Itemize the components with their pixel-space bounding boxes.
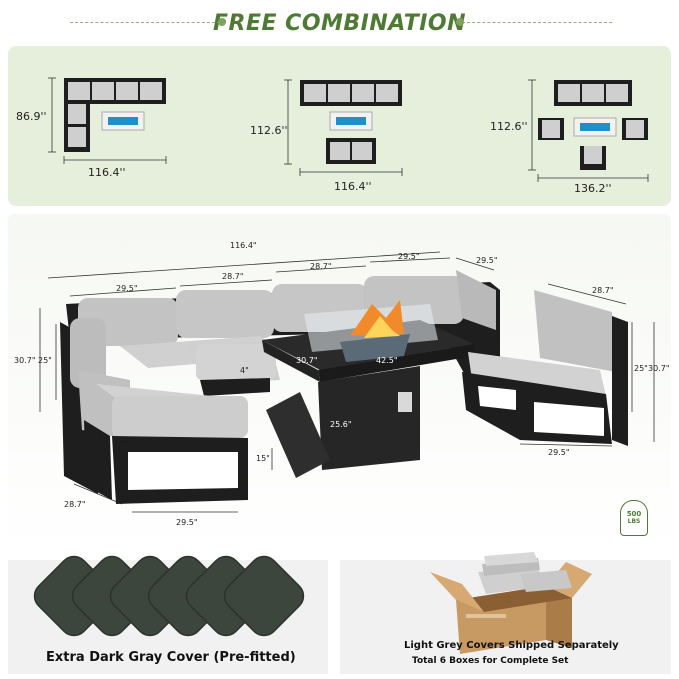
weight-capacity-badge: 500 LBS: [620, 500, 648, 536]
dark-cover: [223, 555, 305, 637]
combo-1-diagram: [48, 77, 167, 164]
combo-3-diagram: [528, 79, 649, 182]
fire-table: [262, 300, 474, 478]
dim-table-depth: 30.7": [296, 356, 318, 365]
dim-table-width: 42.5": [376, 356, 398, 365]
dim-seat-left: 29.5": [116, 284, 138, 293]
dim-chair-depth: 29.5": [548, 448, 570, 457]
title-dot-right: [456, 18, 464, 26]
title-line-left: [70, 22, 220, 23]
header: FREE COMBINATION: [0, 6, 679, 42]
dim-corner-cushion: 4": [120, 444, 129, 453]
combo-2-depth: 112.6'': [250, 124, 288, 137]
dim-total-width: 116.4": [230, 241, 257, 250]
combo-3-depth: 112.6'': [490, 120, 528, 133]
combo-2-width: 116.4'': [334, 180, 372, 193]
badge-unit: LBS: [627, 518, 641, 525]
armless-chair: [462, 290, 628, 446]
badge-number: 500: [626, 510, 642, 518]
combo-2-diagram: [284, 79, 403, 176]
dim-corner-width: 29.5": [176, 518, 198, 527]
sofa-corner: [60, 318, 248, 504]
dim-cushion-thick: 4": [240, 366, 249, 375]
shipping-line-2: Total 6 Boxes for Complete Set: [412, 656, 569, 666]
title-line-right: [462, 22, 612, 23]
shipping-line-1: Light Grey Covers Shipped Separately: [404, 640, 619, 651]
dimension-lines: [39, 251, 655, 513]
dim-chair-height: 25": [634, 364, 648, 373]
dim-height-back: 30.7": [14, 356, 36, 365]
dim-seat-height: 15": [256, 454, 270, 463]
dim-seat-mid1: 28.7": [222, 272, 244, 281]
dim-corner-depth: 28.7": [64, 500, 86, 509]
dim-table-height: 25.6": [330, 420, 352, 429]
combo-1-depth: 86.9'': [16, 110, 47, 123]
title-dot-left: [218, 18, 226, 26]
page-title: FREE COMBINATION: [212, 11, 467, 36]
combo-1-width: 116.4'': [88, 166, 126, 179]
dim-seat-mid2: 28.7": [310, 262, 332, 271]
dim-chair-width: 28.7": [592, 286, 614, 295]
dim-seat-right: 29.5": [398, 252, 420, 261]
covers-caption: Extra Dark Gray Cover (Pre-fitted): [46, 650, 296, 665]
dim-seat-right-depth: 29.5": [476, 256, 498, 265]
dim-chair-height2: 30.7": [648, 364, 670, 373]
dim-height-back2: 25": [38, 356, 52, 365]
combo-3-width: 136.2'': [574, 182, 612, 195]
